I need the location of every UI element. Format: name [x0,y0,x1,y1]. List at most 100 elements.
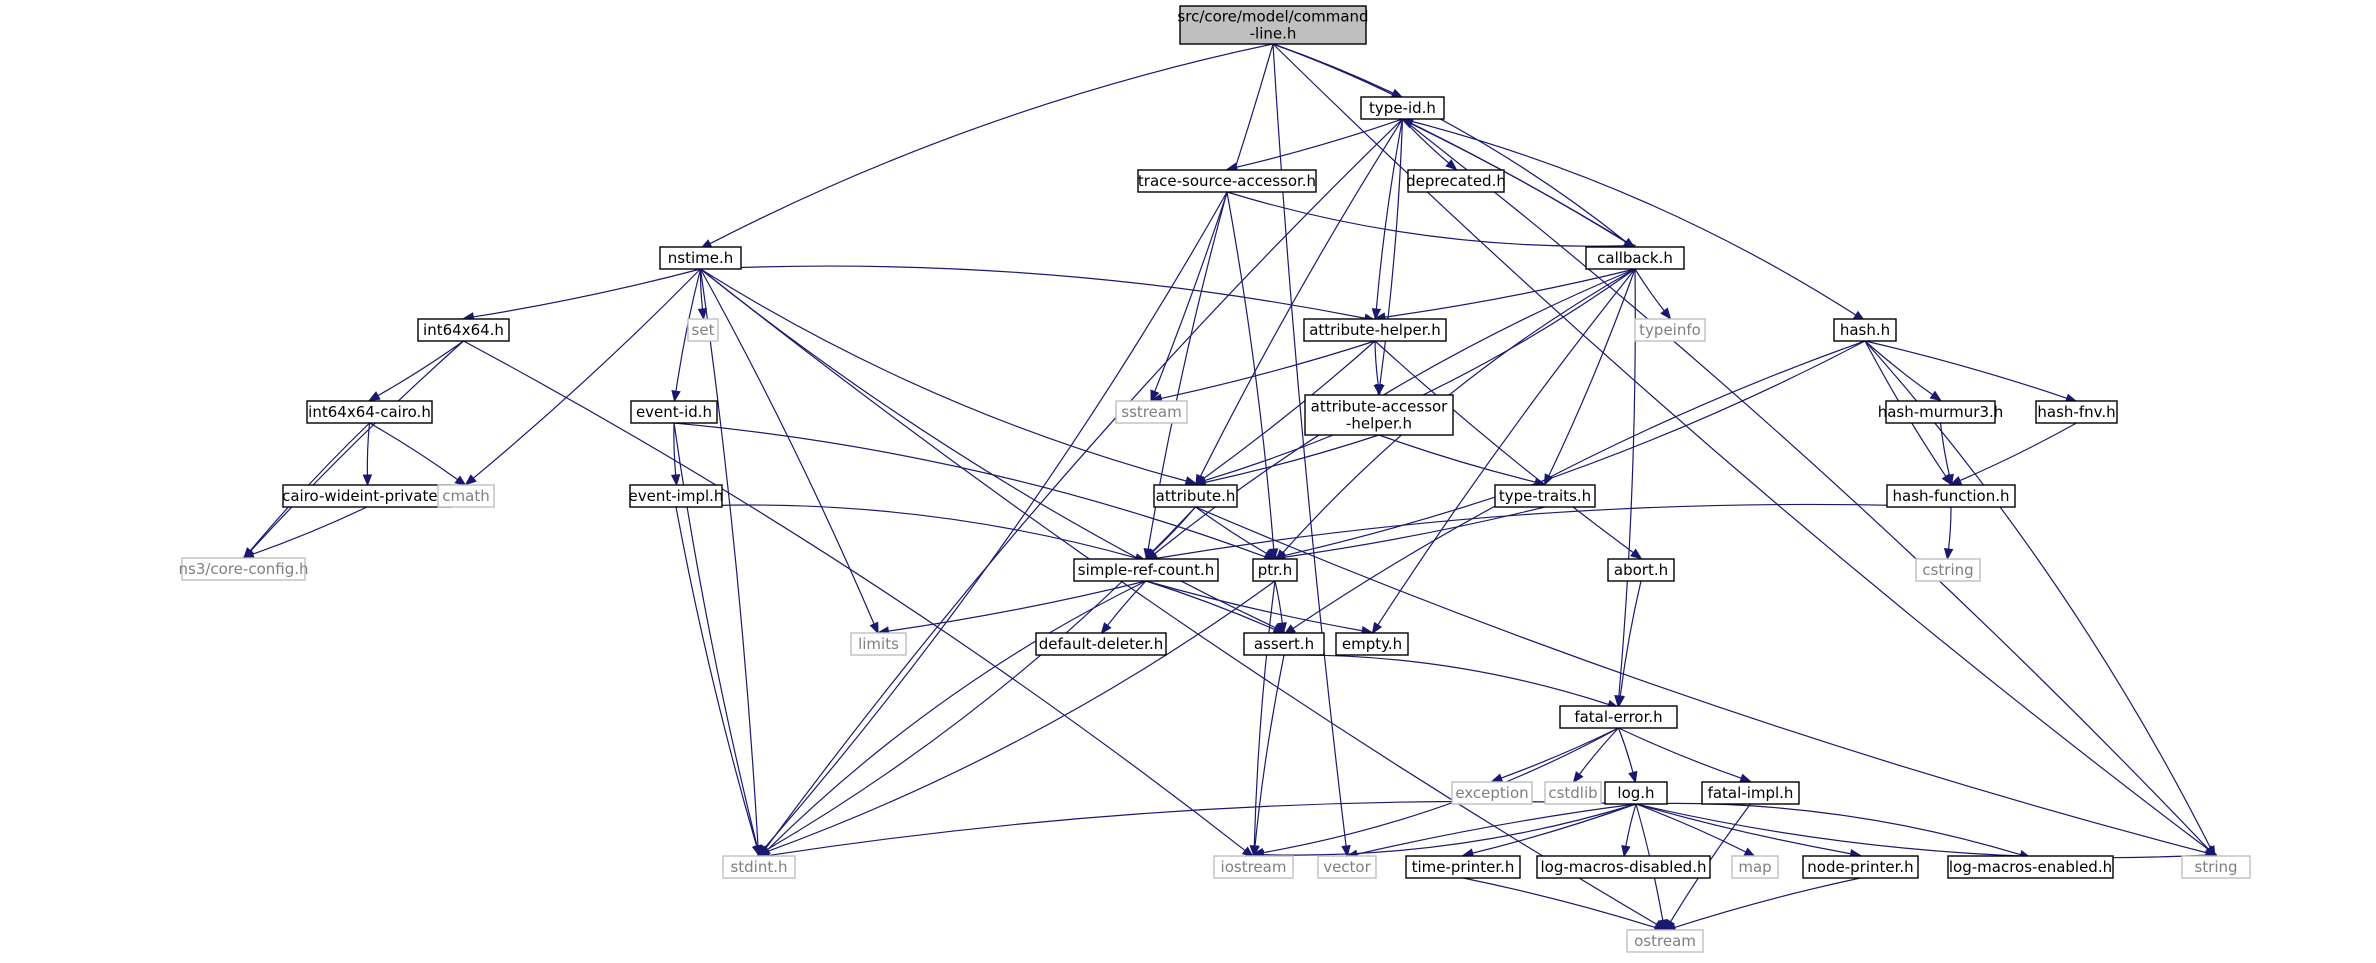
node-label: deprecated.h [1406,172,1506,190]
node-empty[interactable]: empty.h [1335,632,1409,656]
node-default-deleter[interactable]: default-deleter.h [1035,632,1167,656]
node-callback[interactable]: callback.h [1585,246,1685,270]
node-label: callback.h [1597,249,1673,267]
node-ptr[interactable]: ptr.h [1252,558,1298,582]
node-label: log-macros-enabled.h [1949,858,2112,876]
edge-hash_fnv-to-hash_function [1949,422,2077,486]
node-box [1407,169,1505,193]
node-event-id[interactable]: event-id.h [630,400,718,424]
node-box [437,484,495,508]
node-simple-ref[interactable]: simple-ref-count.h [1073,558,1219,582]
node-hash-fnv[interactable]: hash-fnv.h [2035,400,2118,424]
node-box [1885,400,1996,424]
node-root[interactable]: src/core/model/command-line.h [1177,5,1369,45]
node-box [1360,96,1445,120]
edge-type_id-to-attr_helper [1371,118,1404,321]
node-time-printer[interactable]: time-printer.h [1405,855,1521,879]
node-label: event-id.h [636,403,712,421]
node-int64x64-cairo[interactable]: int64x64-cairo.h [306,400,433,424]
node-label: abort.h [1614,561,1668,579]
node-log[interactable]: log.h [1604,781,1668,805]
node-type-traits[interactable]: type-traits.h [1494,484,1596,508]
edge-node_printer-to-ostream [1663,877,1861,932]
edge-hash_murmur3-to-hash_function [1939,422,1954,487]
node-map: map [1731,855,1779,879]
edge-assert-to-fatal_error [1283,654,1620,709]
node-tsa[interactable]: trace-source-accessor.h [1137,169,1317,193]
node-type-id[interactable]: type-id.h [1360,96,1445,120]
node-box [687,318,719,342]
node-hash-function[interactable]: hash-function.h [1886,484,2016,508]
node-log-macros-disabled[interactable]: log-macros-disabled.h [1536,855,1711,879]
edge-root-to-string [1272,43,2218,857]
node-int64x64[interactable]: int64x64.h [417,318,510,342]
node-cstdlib: cstdlib [1544,781,1602,805]
node-log-macros-enabled[interactable]: log-macros-enabled.h [1947,855,2114,879]
node-label: type-id.h [1369,99,1436,117]
node-box [659,246,742,270]
node-attribute[interactable]: attribute.h [1153,484,1238,508]
node-box [1335,632,1409,656]
edge-nstime-to-int64x64 [462,268,701,322]
node-iostream: iostream [1213,855,1294,879]
node-stdint: stdint.h [722,855,796,879]
edge-log-to-vector [1345,803,1637,859]
node-box [1833,318,1897,342]
edge-int64x64-to-core_config [242,340,464,560]
node-fatal-error[interactable]: fatal-error.h [1559,705,1678,729]
node-label: hash-fnv.h [2037,403,2115,421]
edge-simple_ref-to-assert [1145,580,1286,635]
node-label: fatal-impl.h [1708,784,1794,802]
node-label: ptr.h [1258,561,1292,579]
node-node-printer[interactable]: node-printer.h [1802,855,1919,879]
edge-root-to-vector [1272,43,1351,858]
node-fatal-impl[interactable]: fatal-impl.h [1701,781,1800,805]
node-box [1243,632,1325,656]
edge-type_id-to-hash [1402,118,1866,322]
node-event-impl[interactable]: event-impl.h [629,484,724,508]
node-attr-helper[interactable]: attribute-helper.h [1303,318,1447,342]
node-hash-murmur3[interactable]: hash-murmur3.h [1878,400,2004,424]
node-label: log.h [1617,784,1654,802]
node-hash[interactable]: hash.h [1833,318,1897,342]
node-box [1886,484,2016,508]
edge-callback-to-typeinfo [1634,268,1672,320]
edge-fatal_error-to-log [1617,727,1638,784]
node-nstime[interactable]: nstime.h [659,246,742,270]
node-box [722,855,796,879]
node-box [1604,781,1668,805]
node-label: limits [858,635,899,653]
node-label: -helper.h [1346,415,1412,433]
node-label: assert.h [1254,635,1314,653]
node-box [1494,484,1596,508]
edge-type_id-to-stdint [758,118,1403,858]
node-abort[interactable]: abort.h [1607,558,1675,582]
node-string: string [2181,855,2251,879]
node-deprecated[interactable]: deprecated.h [1406,169,1506,193]
edge-attr_accessor-to-type_traits [1378,434,1547,487]
edge-nstime-to-limits [699,268,879,635]
edge-int64x64-to-int64x64_cairo [368,340,464,402]
edge-int64x64-to-iostream [463,340,1255,858]
edge-simple_ref-to-stdint [759,580,1147,859]
node-box [1451,781,1533,805]
edge-nstime-to-event_id [671,268,702,403]
node-box [1153,484,1238,508]
node-box [1035,632,1167,656]
edge-root-to-nstime [699,43,1274,249]
node-label: default-deleter.h [1039,635,1164,653]
node-assert[interactable]: assert.h [1243,632,1325,656]
edge-callback-to-empty [1371,268,1636,635]
node-cairo-wide[interactable]: cairo-wideint-private.h [282,484,452,508]
node-label: log-macros-disabled.h [1541,858,1707,876]
node-attr-accessor[interactable]: attribute-accessor-helper.h [1304,394,1454,436]
node-box [1947,855,2114,879]
node-box [629,484,723,508]
edge-tsa-to-callback [1226,191,1637,251]
edge-event_id-to-event_impl [670,422,681,487]
edge-time_printer-to-ostream [1462,877,1667,932]
edge-callback-to-fatal_error [1614,268,1636,708]
node-box [181,557,306,581]
node-box [630,400,718,424]
